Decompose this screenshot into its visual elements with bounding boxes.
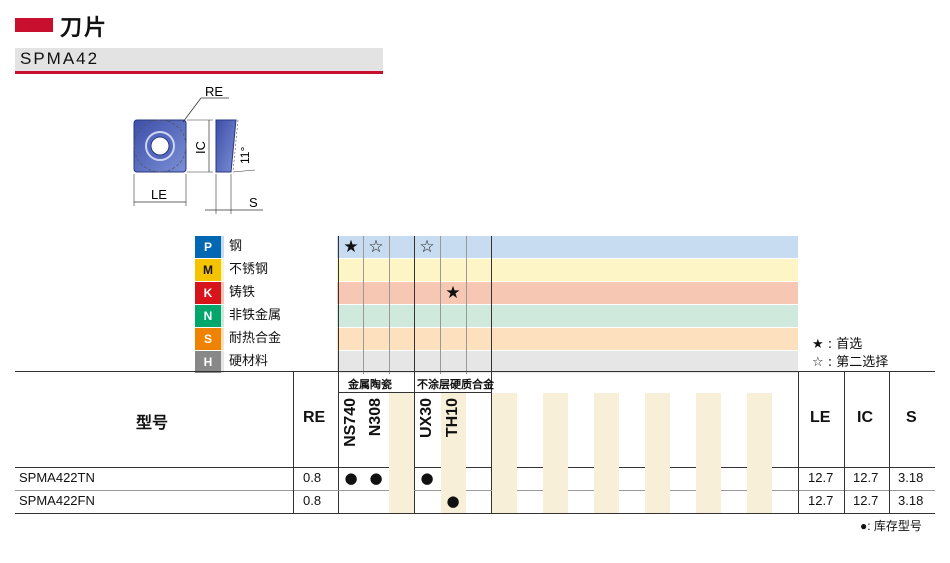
mark-p-n308: ☆ <box>368 237 384 257</box>
subtitle-band <box>15 48 383 71</box>
table-row-1-ic: 12.7 <box>853 470 879 485</box>
mark-p-ux30: ☆ <box>419 237 435 257</box>
material-row-m <box>195 259 798 281</box>
material-row-h <box>195 351 798 373</box>
material-label-s: 耐热合金 <box>229 331 282 346</box>
mark-k-th10: ★ <box>445 283 461 303</box>
legend-first-choice: ★ : 首选 <box>812 337 863 352</box>
material-label-m: 不锈钢 <box>229 262 269 277</box>
material-badge-h: H <box>195 351 221 373</box>
ic-label: IC <box>193 141 208 154</box>
table-row-1-le: 12.7 <box>808 470 834 485</box>
angle-label: 11° <box>238 147 252 164</box>
ic-header: IC <box>857 409 873 426</box>
material-badge-k: K <box>195 282 221 304</box>
product-code: SPMA42 <box>20 49 100 68</box>
material-row-k <box>195 282 798 304</box>
group-cermet: 金属陶瓷 <box>348 378 392 391</box>
table-row-2-s: 3.18 <box>898 493 924 508</box>
insert-side-view <box>215 119 237 173</box>
material-label-p: 钢 <box>229 239 243 254</box>
table-row-1-s: 3.18 <box>898 470 924 485</box>
table-row-1-dot-n308: ● <box>369 469 383 487</box>
table-row-1-dot-ns740: ● <box>344 469 358 487</box>
table-top-border <box>15 371 935 372</box>
table-row-1-dot-ux30: ● <box>420 469 434 487</box>
material-label-h: 硬材料 <box>229 354 269 369</box>
table-row-2-le: 12.7 <box>808 493 834 508</box>
re-header: RE <box>303 409 326 426</box>
le-label: LE <box>151 187 167 202</box>
title-accent-bar <box>15 18 53 32</box>
subtitle-underline <box>15 71 383 74</box>
table-row-2-re: 0.8 <box>303 493 322 508</box>
page-title: 刀片 <box>60 16 109 41</box>
legend-second-choice: ☆ : 第二选择 <box>812 355 889 370</box>
material-label-k: 铸铁 <box>229 285 256 300</box>
group-uncoated-carbide: 不涂层硬质合金 <box>417 378 494 391</box>
table-row-1-re: 0.8 <box>303 470 322 485</box>
table-row-1-model: SPMA422TN <box>19 470 95 485</box>
insert-diagram: RE IC 11° LE S <box>133 84 263 214</box>
material-row-s <box>195 328 798 350</box>
s-label: S <box>249 195 258 210</box>
material-row-n <box>195 305 798 327</box>
s-header: S <box>906 409 917 426</box>
material-row-p <box>195 236 798 258</box>
grade-n308: N308 <box>367 398 384 437</box>
grade-th10: TH10 <box>444 398 461 438</box>
stock-footnote: ●: 库存型号 <box>860 519 922 533</box>
material-badge-m: M <box>195 259 221 281</box>
table-row-2-dot-th10: ● <box>446 492 460 510</box>
material-label-n: 非铁金属 <box>229 308 282 323</box>
table-row-2-ic: 12.7 <box>853 493 879 508</box>
table-row-2-model: SPMA422FN <box>19 493 95 508</box>
grade-ux30: UX30 <box>418 398 435 439</box>
re-label: RE <box>205 84 223 99</box>
mark-p-ns740: ★ <box>343 237 359 257</box>
grade-ns740: NS740 <box>342 398 359 447</box>
material-badge-n: N <box>195 305 221 327</box>
model-header: 型号 <box>136 415 169 432</box>
material-badge-s: S <box>195 328 221 350</box>
le-header: LE <box>810 409 831 426</box>
material-badge-p: P <box>195 236 221 258</box>
